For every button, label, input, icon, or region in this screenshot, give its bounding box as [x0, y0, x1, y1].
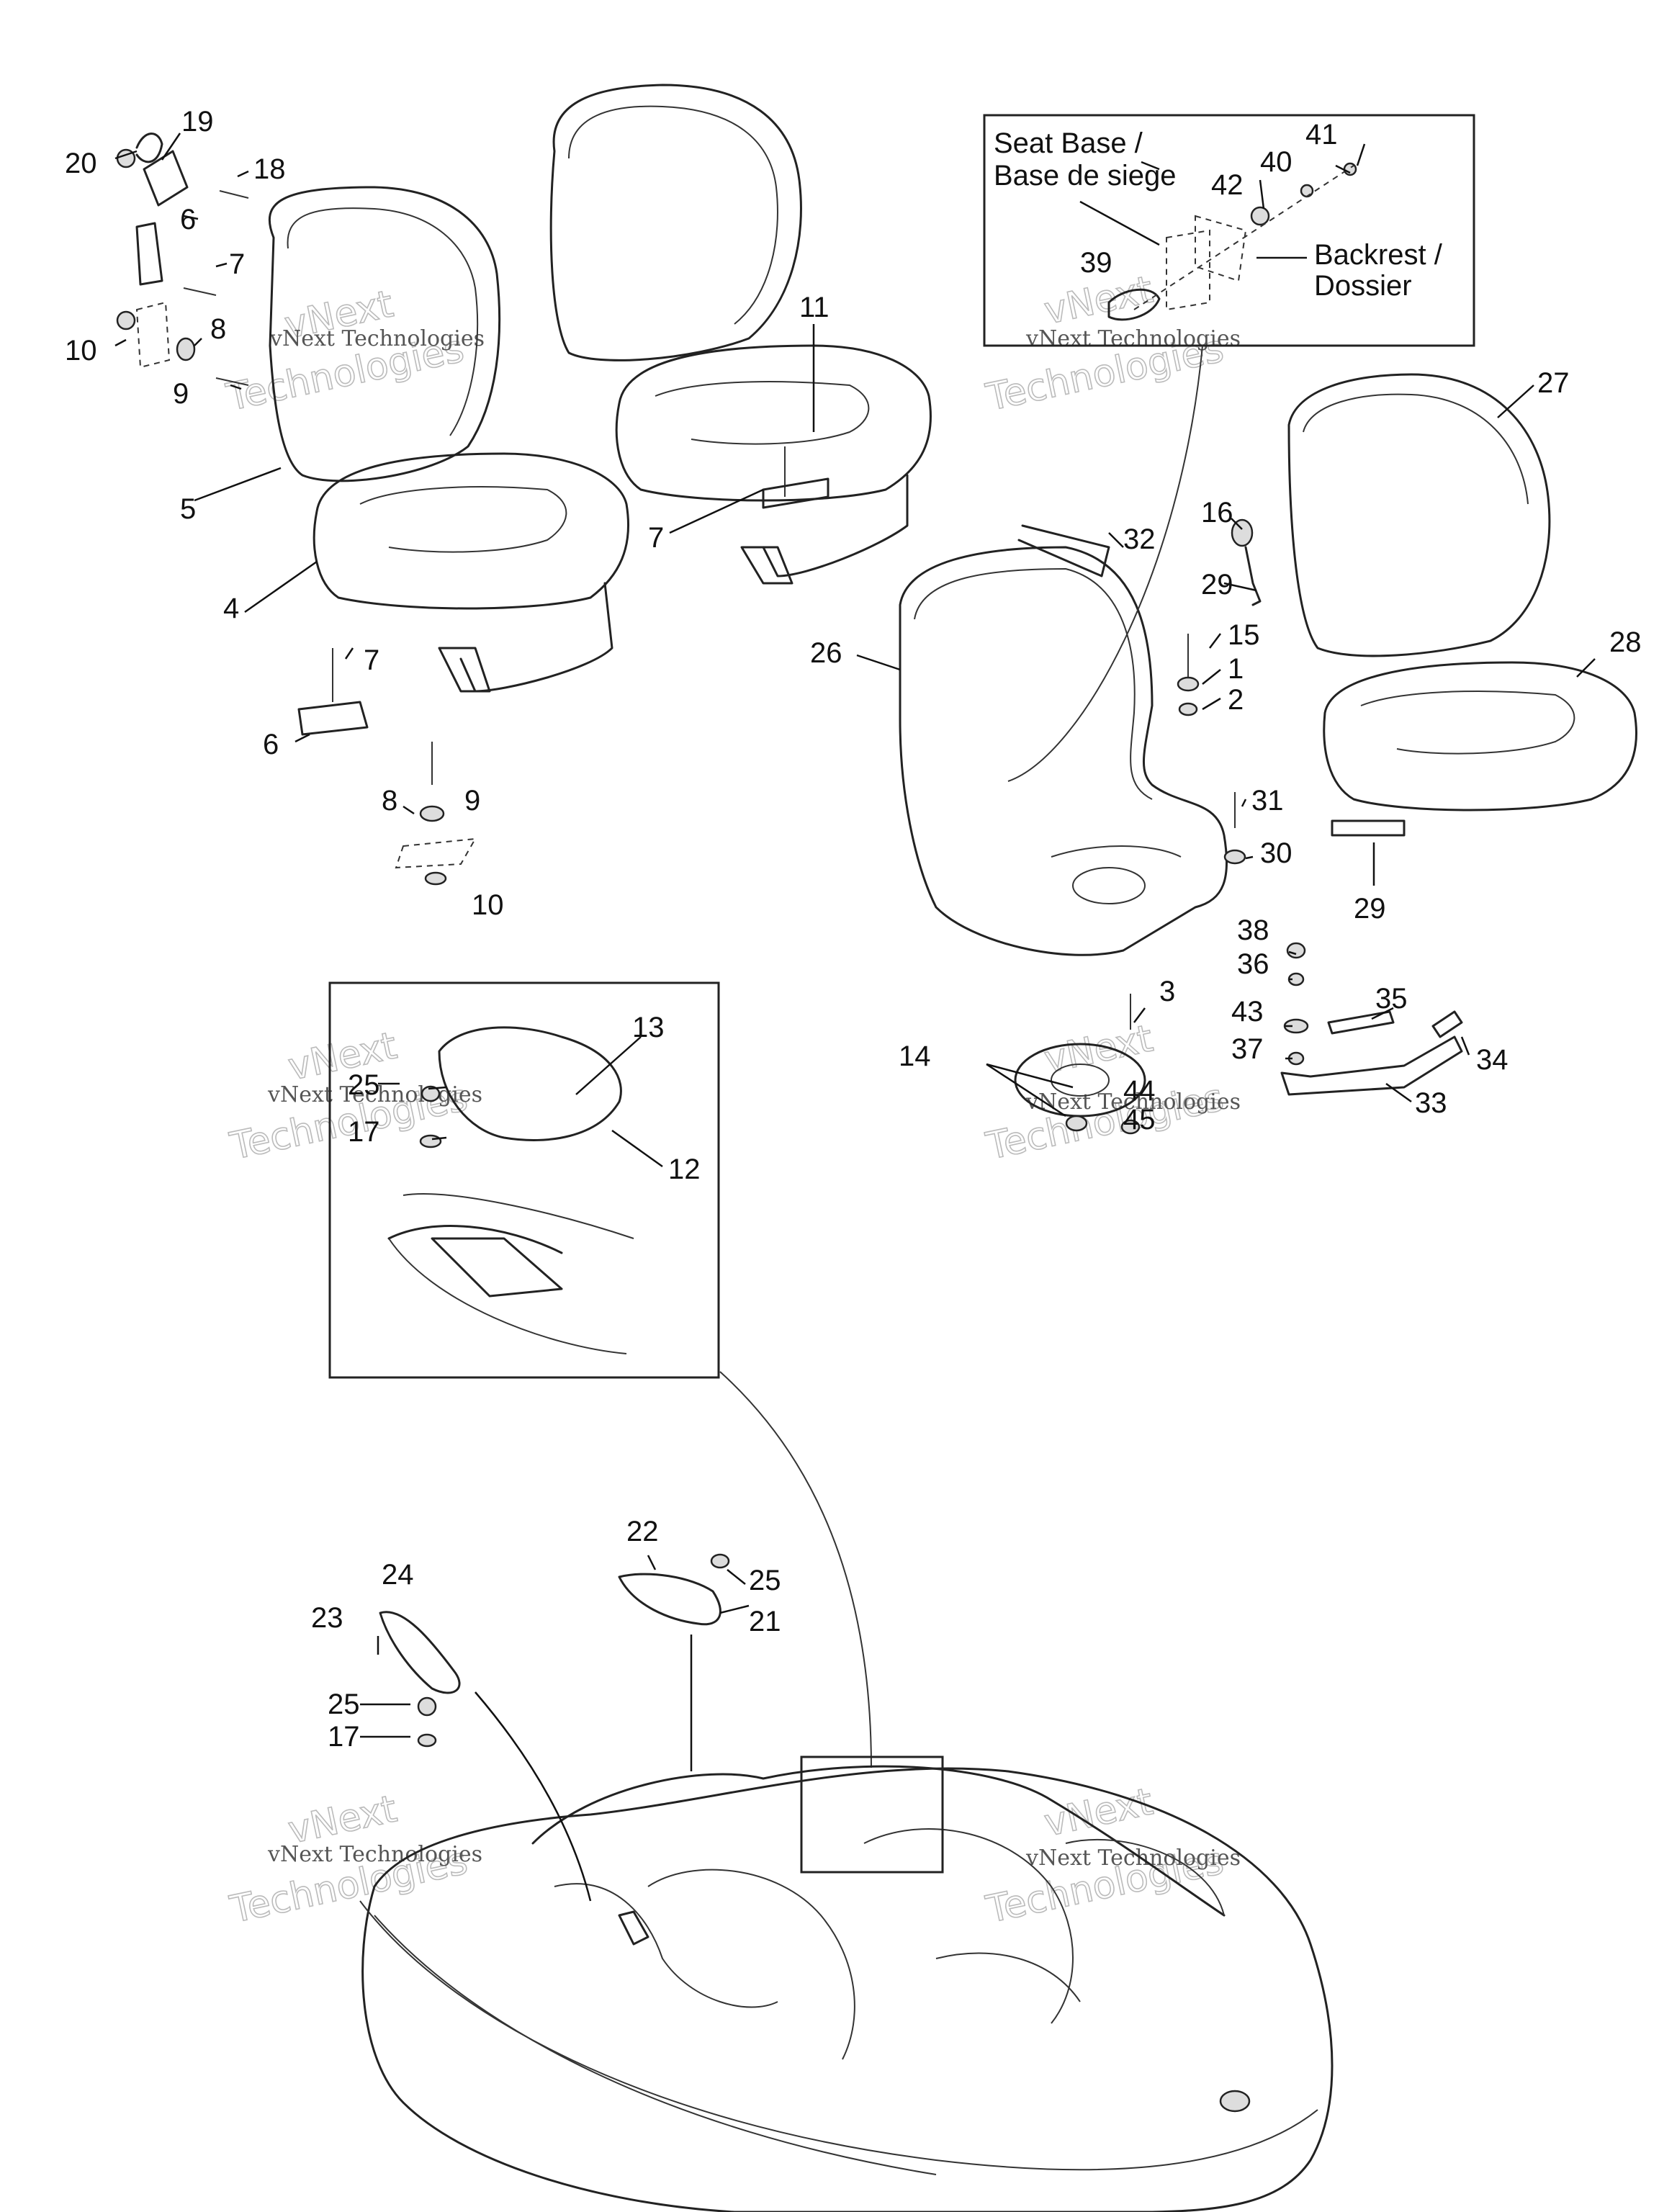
svg-text:Base de siege: Base de siege: [994, 160, 1177, 192]
watercraft-hull: [359, 1755, 1334, 2212]
callout-25c: 25: [328, 1689, 360, 1720]
callout-7b: 7: [364, 644, 379, 676]
callout-29a: 29: [1201, 569, 1233, 601]
callout-1: 1: [1228, 653, 1244, 685]
svg-text:vNext Technologies: vNext Technologies: [1025, 1845, 1241, 1871]
callout-20: 20: [65, 148, 97, 179]
callout-10b: 10: [472, 889, 504, 921]
callout-labels: 19 20 18 6 7 8 10 9 5 4 7 6 8 9 10 11 7 …: [65, 106, 1642, 1753]
callout-25b: 25: [749, 1565, 781, 1596]
inset-backrest-label: Backrest / Dossier: [1256, 239, 1443, 302]
callout-leaders: [114, 132, 1596, 1738]
callout-27: 27: [1537, 367, 1570, 399]
callout-22: 22: [626, 1516, 659, 1547]
svg-text:Seat Base /: Seat Base /: [994, 127, 1143, 159]
callout-12: 12: [668, 1154, 701, 1185]
callout-28: 28: [1609, 626, 1642, 658]
callout-10a: 10: [65, 335, 97, 367]
callout-2: 2: [1228, 684, 1244, 716]
left-backrest: [268, 186, 501, 482]
callout-25a: 25: [348, 1069, 380, 1101]
callout-11: 11: [799, 292, 830, 323]
callout-9b: 9: [464, 785, 480, 817]
svg-text:vNext Technologies: vNext Technologies: [1025, 326, 1241, 351]
svg-text:vNext: vNext: [284, 1024, 400, 1089]
watermark-bottom-right: vNext Technologies vNext Technologies: [981, 1780, 1241, 1933]
storage-cover-inset: [387, 1026, 634, 1354]
callout-8b: 8: [382, 785, 397, 817]
callout-26: 26: [810, 637, 842, 669]
callout-5: 5: [180, 493, 196, 525]
callout-24: 24: [382, 1559, 414, 1591]
watermark-top-right: vNext Technologies vNext Technologies: [981, 268, 1241, 421]
callout-39: 39: [1080, 247, 1112, 279]
watermark-bottom-left: vNext Technologies vNext Technologies: [225, 1787, 482, 1933]
callout-4: 4: [223, 593, 239, 624]
callout-41: 41: [1305, 119, 1338, 150]
callout-8a: 8: [210, 313, 226, 345]
right-seat-cushion: [1323, 661, 1637, 811]
callout-6a: 6: [180, 204, 196, 235]
callout-45: 45: [1123, 1104, 1156, 1136]
callout-34: 34: [1476, 1044, 1509, 1076]
callout-18: 18: [253, 153, 286, 185]
left-seat-cushion: [313, 452, 630, 693]
callout-42: 42: [1211, 169, 1244, 201]
callout-37: 37: [1231, 1033, 1264, 1065]
svg-text:vNext: vNext: [1040, 1017, 1156, 1082]
callout-30: 30: [1260, 837, 1292, 869]
callout-40: 40: [1260, 146, 1292, 178]
callout-36: 36: [1237, 948, 1269, 980]
center-backrest: [549, 84, 802, 361]
hull-small-parts: [379, 1553, 730, 1902]
callout-21: 21: [749, 1606, 781, 1637]
svg-text:Dossier: Dossier: [1314, 270, 1412, 302]
callout-7c: 7: [648, 522, 664, 554]
callout-17b: 17: [328, 1721, 360, 1753]
watermark-middle-right: vNext Technologies vNext Technologies: [981, 1017, 1241, 1169]
callout-43: 43: [1231, 996, 1264, 1028]
callout-13: 13: [632, 1012, 665, 1043]
callout-16: 16: [1201, 497, 1233, 529]
right-backrest: [1287, 373, 1551, 657]
callout-7a: 7: [229, 248, 245, 280]
storage-cover-inset-box: [328, 981, 720, 1379]
callout-32: 32: [1123, 523, 1156, 555]
svg-text:vNext Technologies: vNext Technologies: [267, 1842, 482, 1867]
hardware-parts: [116, 132, 1463, 1135]
callout-23: 23: [311, 1602, 343, 1634]
callout-17a: 17: [348, 1116, 380, 1148]
center-seat-cushion: [615, 344, 932, 585]
right-seat-shell: [899, 546, 1228, 956]
seat-backrest-inset-box: [983, 114, 1475, 347]
callout-33: 33: [1415, 1087, 1447, 1119]
inset-reference-line: [1007, 345, 1203, 782]
callout-15: 15: [1228, 619, 1260, 651]
callout-44: 44: [1123, 1075, 1156, 1107]
callout-3: 3: [1159, 976, 1175, 1007]
callout-35: 35: [1375, 983, 1408, 1015]
callout-38: 38: [1237, 914, 1269, 946]
callout-6b: 6: [263, 729, 279, 760]
svg-text:vNext Technologies: vNext Technologies: [269, 326, 485, 351]
svg-text:Backrest /: Backrest /: [1314, 239, 1443, 271]
callout-31: 31: [1251, 785, 1284, 817]
callout-19: 19: [181, 106, 214, 138]
watermark-top-left: vNext Technologies vNext Technologies: [222, 282, 485, 421]
callout-14: 14: [899, 1040, 931, 1072]
inset-seat-base-label: Seat Base / Base de siege: [994, 127, 1177, 246]
watermark-middle-left: vNext Technologies vNext Technologies: [225, 1024, 482, 1169]
callout-29b: 29: [1354, 893, 1386, 925]
storage-inset-reference-line: [719, 1371, 872, 1768]
callout-9a: 9: [173, 378, 189, 410]
